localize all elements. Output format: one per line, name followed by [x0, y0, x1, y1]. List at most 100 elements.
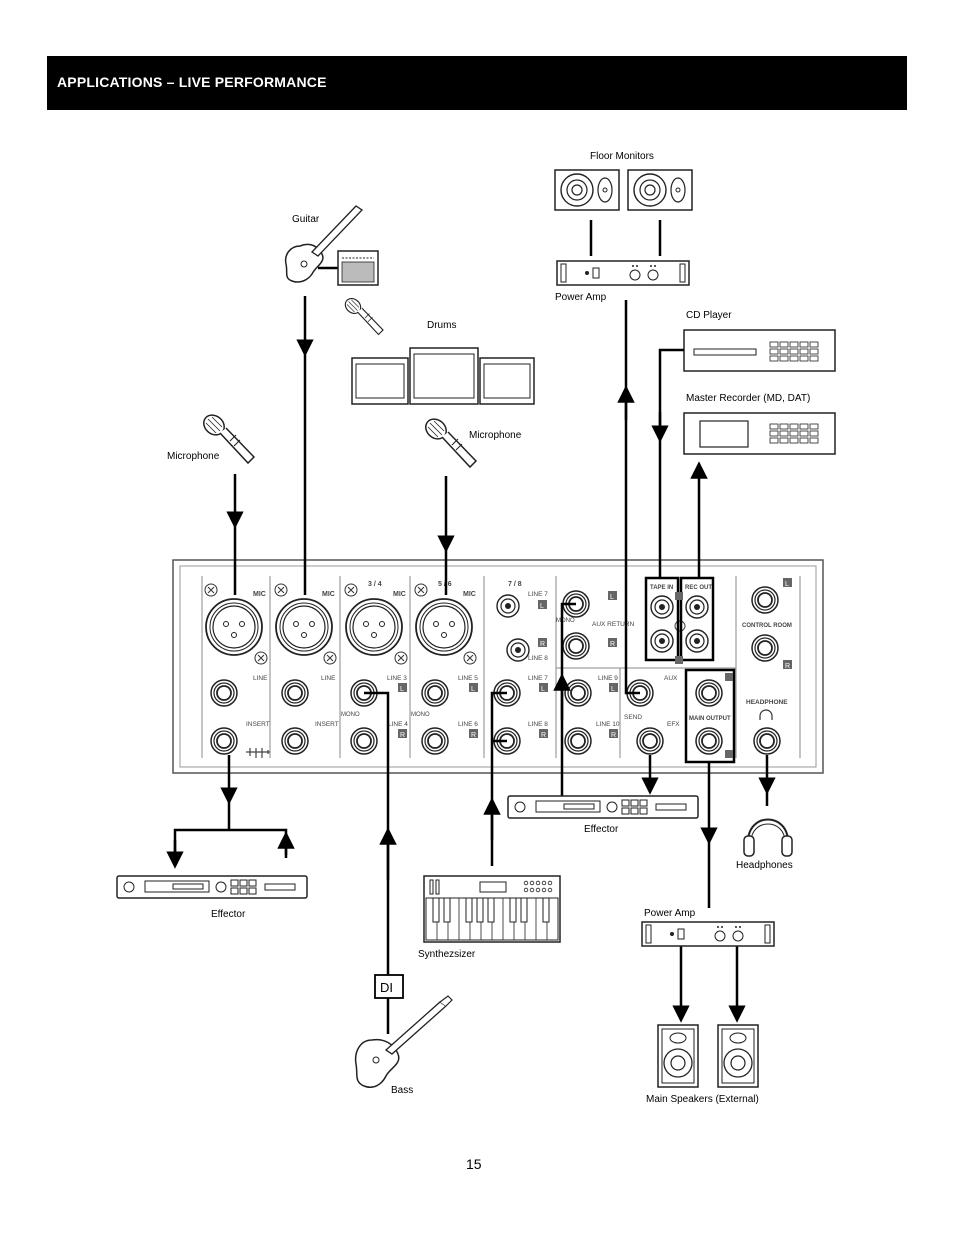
ch34-label: 3 / 4	[368, 581, 382, 588]
line10-jack	[564, 727, 592, 755]
signal-cables	[166, 296, 776, 1034]
effector-center: Effector	[507, 795, 699, 835]
main-output-r-jack	[695, 727, 723, 755]
guitar: Guitar	[284, 205, 379, 286]
line6-jack	[421, 727, 449, 755]
line8-rca	[506, 638, 530, 662]
di-label: DI	[380, 980, 393, 995]
section-title: APPLICATIONS – LIVE PERFORMANCE	[57, 74, 327, 90]
l-tag-g: L	[785, 581, 789, 588]
line7-rca	[496, 594, 520, 618]
power-amp-top: Power Amp	[555, 260, 690, 303]
control-room-label: CONTROL ROOM	[742, 623, 792, 629]
main-output-l-jack	[695, 679, 723, 707]
main-speakers: Main Speakers (External)	[646, 1024, 759, 1105]
l-tag-a: L	[400, 686, 404, 693]
synthesizer-label: Synthezsizer	[418, 949, 476, 960]
send-label: SEND	[624, 714, 642, 721]
cd-player-label: CD Player	[686, 310, 732, 321]
mixer-rear-panel: MIC MIC 3 / 4 MIC 5 / 6 MIC 7 / 8 LINE L…	[172, 559, 824, 774]
ch78-label: 7 / 8	[508, 581, 522, 588]
ch1-line-jack	[210, 679, 238, 707]
main-output-label: MAIN OUTPUT	[689, 716, 731, 722]
microphone-center-label: Microphone	[469, 430, 522, 441]
microphone-center: Microphone	[421, 414, 522, 468]
ch3-mic-input	[345, 598, 403, 656]
r-tag-f: R	[610, 641, 615, 648]
microphone-left-label: Microphone	[167, 451, 220, 462]
control-room-r-jack	[751, 634, 779, 662]
line4-label: LINE 4	[388, 721, 408, 728]
headphones: Headphones	[736, 818, 793, 871]
line10-label: LINE 10	[596, 721, 620, 728]
aux-return-label: AUX RETURN	[592, 621, 635, 628]
power-amp-bottom: Power Amp	[641, 908, 775, 947]
tape-in-label: TAPE IN	[650, 585, 673, 591]
aux-label: AUX	[664, 675, 678, 682]
line8a-label: LINE 8	[528, 655, 548, 662]
ch2-mic-label: MIC	[322, 591, 335, 598]
efx-send-jack	[636, 727, 664, 755]
tape-in-highlight	[644, 576, 680, 662]
r-tag-d: R	[611, 732, 616, 739]
insert-plug-icon	[246, 748, 270, 758]
ch2-insert-label: INSERT	[315, 721, 339, 728]
ch5-mic-input	[415, 598, 473, 656]
master-recorder: Master Recorder (MD, DAT)	[683, 393, 836, 455]
rec-out-highlight	[679, 576, 715, 662]
floor-monitors: Floor Monitors	[554, 151, 693, 211]
r-tag-e: R	[540, 641, 545, 648]
line9-jack	[564, 679, 592, 707]
ch3-mic-label: MIC	[393, 591, 406, 598]
effector-center-label: Effector	[584, 824, 619, 835]
headphone-jack	[753, 727, 781, 755]
ch5-mic-label: MIC	[463, 591, 476, 598]
cd-player: CD Player	[683, 310, 836, 372]
ch2-line-label: LINE	[321, 675, 336, 682]
efx-label: EFX	[667, 721, 680, 728]
r-tag-c: R	[541, 732, 546, 739]
small-microphone	[341, 294, 384, 336]
r-tag-g: R	[785, 663, 790, 670]
drums: Drums	[351, 320, 535, 405]
power-amp-bottom-label: Power Amp	[644, 908, 696, 919]
mono-label-c: MONO	[556, 618, 575, 624]
ch1-mic-label: MIC	[253, 591, 266, 598]
l-tag-f: L	[610, 594, 614, 601]
line5-jack	[421, 679, 449, 707]
headphones-label: Headphones	[736, 860, 793, 871]
line9-label: LINE 9	[598, 675, 618, 682]
master-recorder-label: Master Recorder (MD, DAT)	[686, 393, 810, 404]
line5-label: LINE 5	[458, 675, 478, 682]
l-tag-c: L	[541, 686, 545, 693]
bass-label: Bass	[391, 1085, 413, 1096]
headphone-label: HEADPHONE	[746, 699, 788, 706]
line4-jack	[350, 727, 378, 755]
ch2-line-jack	[281, 679, 309, 707]
bass-guitar: Bass	[354, 995, 453, 1096]
floor-monitors-label: Floor Monitors	[590, 151, 654, 162]
microphone-left: Microphone	[167, 410, 255, 464]
headphone-icon	[759, 709, 773, 720]
l-tag-b: L	[471, 686, 475, 693]
ch1-insert-jack	[210, 727, 238, 755]
ch1-mic-input	[205, 598, 263, 656]
rec-out-label: REC OUT	[685, 585, 712, 591]
synthesizer: Synthezsizer	[418, 875, 561, 960]
ch1-line-label: LINE	[253, 675, 268, 682]
power-amp-top-label: Power Amp	[555, 292, 607, 303]
guitar-label: Guitar	[292, 214, 320, 225]
tape-in-l-rca	[650, 595, 674, 619]
ch1-insert-label: INSERT	[246, 721, 270, 728]
effector-left-label: Effector	[211, 909, 246, 920]
ch2-mic-input	[275, 598, 333, 656]
main-speakers-label: Main Speakers (External)	[646, 1094, 759, 1105]
effector-left: Effector	[116, 875, 308, 920]
section-header-bar: APPLICATIONS – LIVE PERFORMANCE	[47, 56, 907, 110]
rec-out-r-rca	[685, 629, 709, 653]
mono-label-b: MONO	[411, 712, 430, 718]
mono-label-a: MONO	[341, 712, 360, 718]
line7a-label: LINE 7	[528, 591, 548, 598]
rec-out-l-rca	[685, 595, 709, 619]
